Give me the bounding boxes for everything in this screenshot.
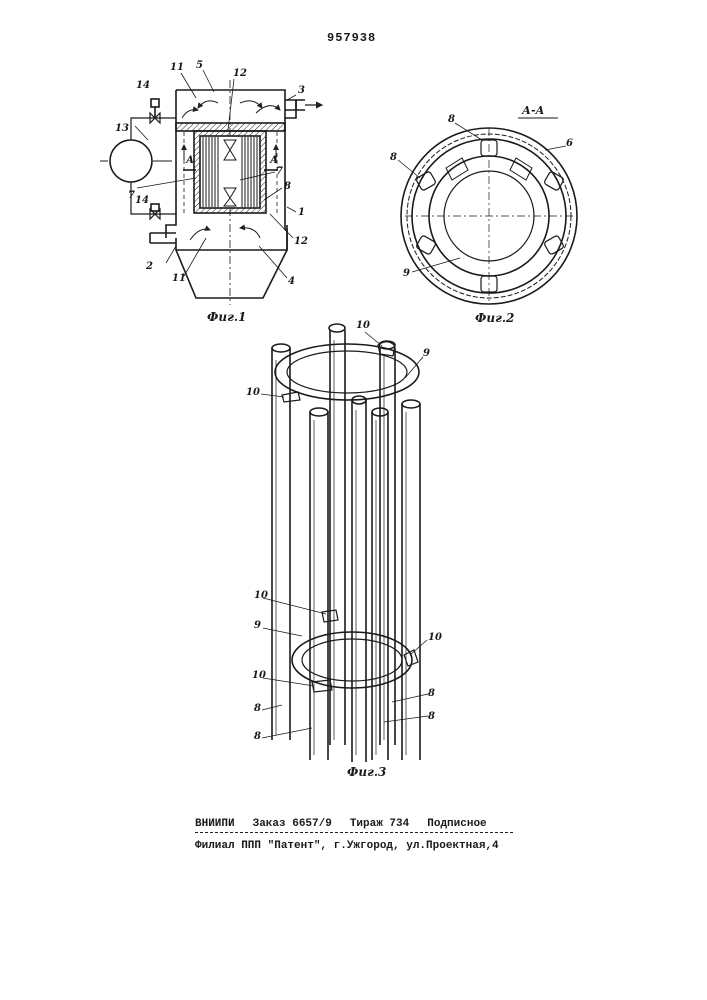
footer-circulation: Тираж 734: [350, 818, 409, 830]
footer-address: Филиал ППП "Патент", г.Ужгород, ул.Проек…: [195, 840, 499, 852]
fig1-section-mark-right: А: [270, 155, 278, 166]
fig1-label-1: 1: [298, 207, 305, 218]
fig1-label-7b: 7: [276, 166, 283, 177]
figure-3: [261, 324, 428, 762]
fig2-caption: Фиг.2: [475, 311, 514, 325]
fig3-label-8b: 8: [254, 731, 261, 742]
fig1-label-12b: 12: [294, 236, 308, 247]
top-ring: [275, 344, 419, 400]
tubes: [272, 324, 420, 762]
fig3-label-10d: 10: [428, 632, 442, 643]
fig1-label-2: 2: [146, 261, 153, 272]
fig1-label-11a: 11: [170, 62, 184, 73]
fig3-label-10c: 10: [254, 590, 268, 601]
fig3-label-8c: 8: [428, 688, 435, 699]
fig3-caption: Фиг.3: [347, 765, 386, 779]
footer-imprint: ВНИИПИ Заказ 6657/9 Тираж 734 Подписное: [195, 818, 487, 830]
footer-divider: [195, 832, 513, 833]
fig3-label-9b: 9: [254, 620, 261, 631]
fig2-section-title: А-А: [522, 104, 544, 117]
hopper: [176, 250, 287, 298]
fig1-label-4: 4: [288, 276, 295, 287]
fig3-label-9a: 9: [423, 348, 430, 359]
fig1-label-3: 3: [298, 85, 305, 96]
fig2-label-9: 9: [403, 268, 410, 279]
fig3-label-8d: 8: [428, 711, 435, 722]
fig1-label-8: 8: [284, 181, 291, 192]
footer-order: Заказ 6657/9: [253, 818, 332, 830]
footer-org: ВНИИПИ: [195, 818, 235, 830]
fig1-label-13: 13: [115, 123, 129, 134]
fig1-label-7a: 7: [128, 190, 135, 201]
fig2-label-8b: 8: [390, 152, 397, 163]
fig1-section-mark-left: А: [186, 155, 194, 166]
fig1-caption: Фиг.1: [207, 310, 246, 324]
fig1-label-11b: 11: [172, 273, 186, 284]
tube-sheet: [176, 123, 285, 131]
fig2-label-8a: 8: [448, 114, 455, 125]
fig3-label-8a: 8: [254, 703, 261, 714]
fig2-label-6: 6: [566, 138, 573, 149]
fig3-label-10a: 10: [356, 320, 370, 331]
fig3-label-10e: 10: [252, 670, 266, 681]
fig1-label-5: 5: [196, 60, 203, 71]
footer-subscription: Подписное: [427, 818, 486, 830]
fig1-label-12a: 12: [233, 68, 247, 79]
pulse-tank: [110, 140, 152, 182]
fig1-label-14b: 14: [135, 195, 149, 206]
figure-2: [398, 118, 577, 304]
fig1-label-14a: 14: [136, 80, 150, 91]
fig3-label-10b: 10: [246, 387, 260, 398]
